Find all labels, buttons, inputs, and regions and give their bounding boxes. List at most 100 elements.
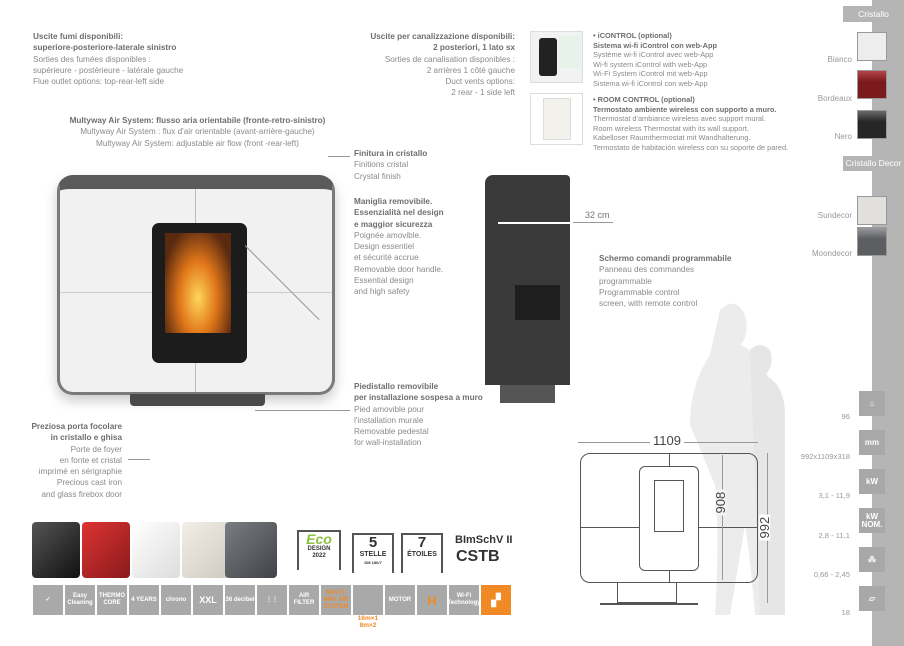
roomcontrol-en: Room wireless Thermostat with its wall s…: [593, 123, 749, 133]
depth-leader: [573, 222, 613, 223]
swatch-bianco[interactable]: [857, 32, 887, 61]
screen-fr-2: programmable: [599, 276, 652, 286]
flue-en: Flue outlet options: top-rear-left side: [33, 77, 165, 87]
leader-line: [255, 410, 350, 411]
swatch-label: Nero: [834, 132, 852, 141]
spec-value: 2,8 - 11,1: [818, 531, 850, 540]
pedestal-en: Removable pedestal: [354, 427, 429, 437]
house-icon: ⌂: [859, 391, 885, 416]
stelle-number: 5: [368, 534, 378, 551]
ducting-note: 16m×1 8m×2: [353, 615, 383, 629]
stelle-label: STELLE: [359, 551, 387, 558]
handle-it-2: Essenzialità nel design: [354, 208, 444, 218]
leader-line: [128, 459, 150, 460]
app-screen: [559, 36, 581, 68]
finish-en: Crystal finish: [354, 171, 401, 181]
stove-side-image: [485, 175, 570, 385]
height-dim: 992: [757, 514, 773, 541]
safety-flame-icon: ✓: [33, 585, 63, 615]
ducts-en-2: 2 rear - 1 side left: [451, 88, 515, 98]
handle-en: Removable door handle.: [354, 264, 444, 274]
icontrol-it: Sistema wi-fi iControl con web-App: [593, 40, 718, 50]
motor-icon: MOTOR: [385, 585, 415, 615]
door-fr: Porte de foyer: [70, 444, 122, 454]
screen-it: Schermo comandi programmabile: [599, 254, 732, 263]
stelle-dm: DM 186/7: [364, 560, 382, 565]
hopper-icon: ▱: [859, 586, 885, 611]
ecodesign-badge: Eco DESIGN 2022: [297, 530, 341, 570]
swatch-sundecor[interactable]: [857, 196, 887, 225]
flame-kw-icon: kW: [859, 469, 885, 494]
firebox-door: [152, 223, 247, 363]
door-fr-3: imprimé en sérigraphie: [38, 467, 122, 477]
ducts-en: Duct vents options:: [445, 77, 515, 87]
cristallo-decor-header: Cristallo Decor: [843, 156, 904, 171]
spec-value: 0,66 - 2,45: [813, 570, 850, 579]
depth-label: 32 cm: [585, 210, 610, 220]
handle-en-2: Essential design: [354, 276, 414, 286]
drawing-base: [600, 603, 698, 605]
control-panel: [515, 285, 560, 320]
pedestal-it: Piedistallo removibile: [354, 382, 439, 391]
door-outline: [639, 466, 699, 571]
pedestal-fr-2: l'installation murale: [354, 415, 424, 425]
warranty-icon: 4 YEARS: [129, 585, 159, 615]
pedestal-fr: Pied amovible pour: [354, 404, 425, 414]
handle-it-3: e maggior sicurezza: [354, 219, 433, 229]
ducting-icon: ⌂: [353, 585, 383, 615]
swatch-label: Bianco: [827, 55, 852, 64]
drawing-pedestal: [617, 583, 677, 603]
panel-white: [132, 522, 180, 578]
flue-title: Uscite fumi disponibili:: [33, 32, 124, 41]
swatch-moondecor[interactable]: [857, 227, 887, 256]
handle-en-3: and high safety: [354, 287, 410, 297]
icontrol-de: Wi-Fi System iControl mit web-App: [593, 69, 708, 79]
pedestal-it-2: per installazione sospesa a muro: [354, 393, 483, 403]
handle-fr-2: Design essentiel: [354, 242, 415, 252]
ducting-note-1: 16m×1: [357, 615, 379, 622]
wifi-icon: Wi-Fi Technology: [447, 585, 481, 615]
icontrol-fr: Système wi-fi iControl avec web-App: [593, 50, 714, 60]
spec-value: 3,1 - 11,9: [818, 491, 850, 500]
multiway-text: Multyway Air System: flusso aria orienta…: [60, 115, 335, 149]
easy-cleaning-icon: Easy Cleaning: [65, 585, 95, 615]
spec-value: 992x1109x318: [800, 452, 850, 461]
panel-black: [32, 522, 80, 578]
screen-en-2: screen, with remote control: [599, 299, 698, 309]
depth-arrow: [498, 222, 570, 224]
side-pedestal: [500, 385, 555, 403]
swatch-bordeaux[interactable]: [857, 70, 887, 99]
air-filter-icon: AIR FILTER: [289, 585, 319, 615]
etoiles-label: ÉTOILES: [407, 551, 437, 558]
chrono-icon: chrono: [161, 585, 191, 615]
sidebar-strip: [872, 0, 904, 646]
dimension-drawing: [580, 453, 758, 583]
pedestal-text: Piedistallo removibile per installazione…: [354, 381, 483, 449]
stove-front-image: [57, 175, 335, 395]
door-it: Preziosa porta focolare: [31, 422, 122, 431]
swatch-nero[interactable]: [857, 110, 887, 139]
fire-window: [165, 233, 231, 333]
door-en-2: and glass firebox door: [41, 489, 122, 499]
hermetic-icon: H: [417, 585, 447, 615]
flue-subtitle: superiore-posteriore-laterale sinistro: [33, 43, 177, 53]
handle-it: Maniglia removibile.: [354, 197, 433, 206]
panel-sundecor: [182, 522, 230, 578]
roomcontrol-it: Termostato ambiente wireless con support…: [593, 104, 777, 114]
roomcontrol-de: Kabelloser Raumthermostat mit Wandhalter…: [593, 133, 751, 143]
cstb-logo: CSTB: [456, 548, 500, 565]
thermostat-icon: [543, 98, 571, 140]
ducting-note-2: 8m×2: [359, 622, 377, 629]
icontrol-es: Sistema wi-fi iControl con web-App: [593, 78, 708, 88]
elephant-icon: XXL: [193, 585, 223, 615]
leader-line: [328, 156, 350, 157]
flue-fr-2: supérieure - postérieure - latérale gauc…: [33, 65, 184, 75]
italy-icon: ▞: [481, 585, 511, 615]
panel-moondecor: [225, 522, 277, 578]
roomcontrol-text: • ROOM CONTROL (optional) Termostato amb…: [593, 95, 788, 153]
icontrol-image: [530, 31, 583, 83]
stove-pedestal: [130, 394, 265, 406]
finish-fr: Finitions cristal: [354, 160, 409, 170]
eco-year: 2022: [312, 553, 326, 559]
finish-it: Finitura in cristallo: [354, 149, 428, 158]
